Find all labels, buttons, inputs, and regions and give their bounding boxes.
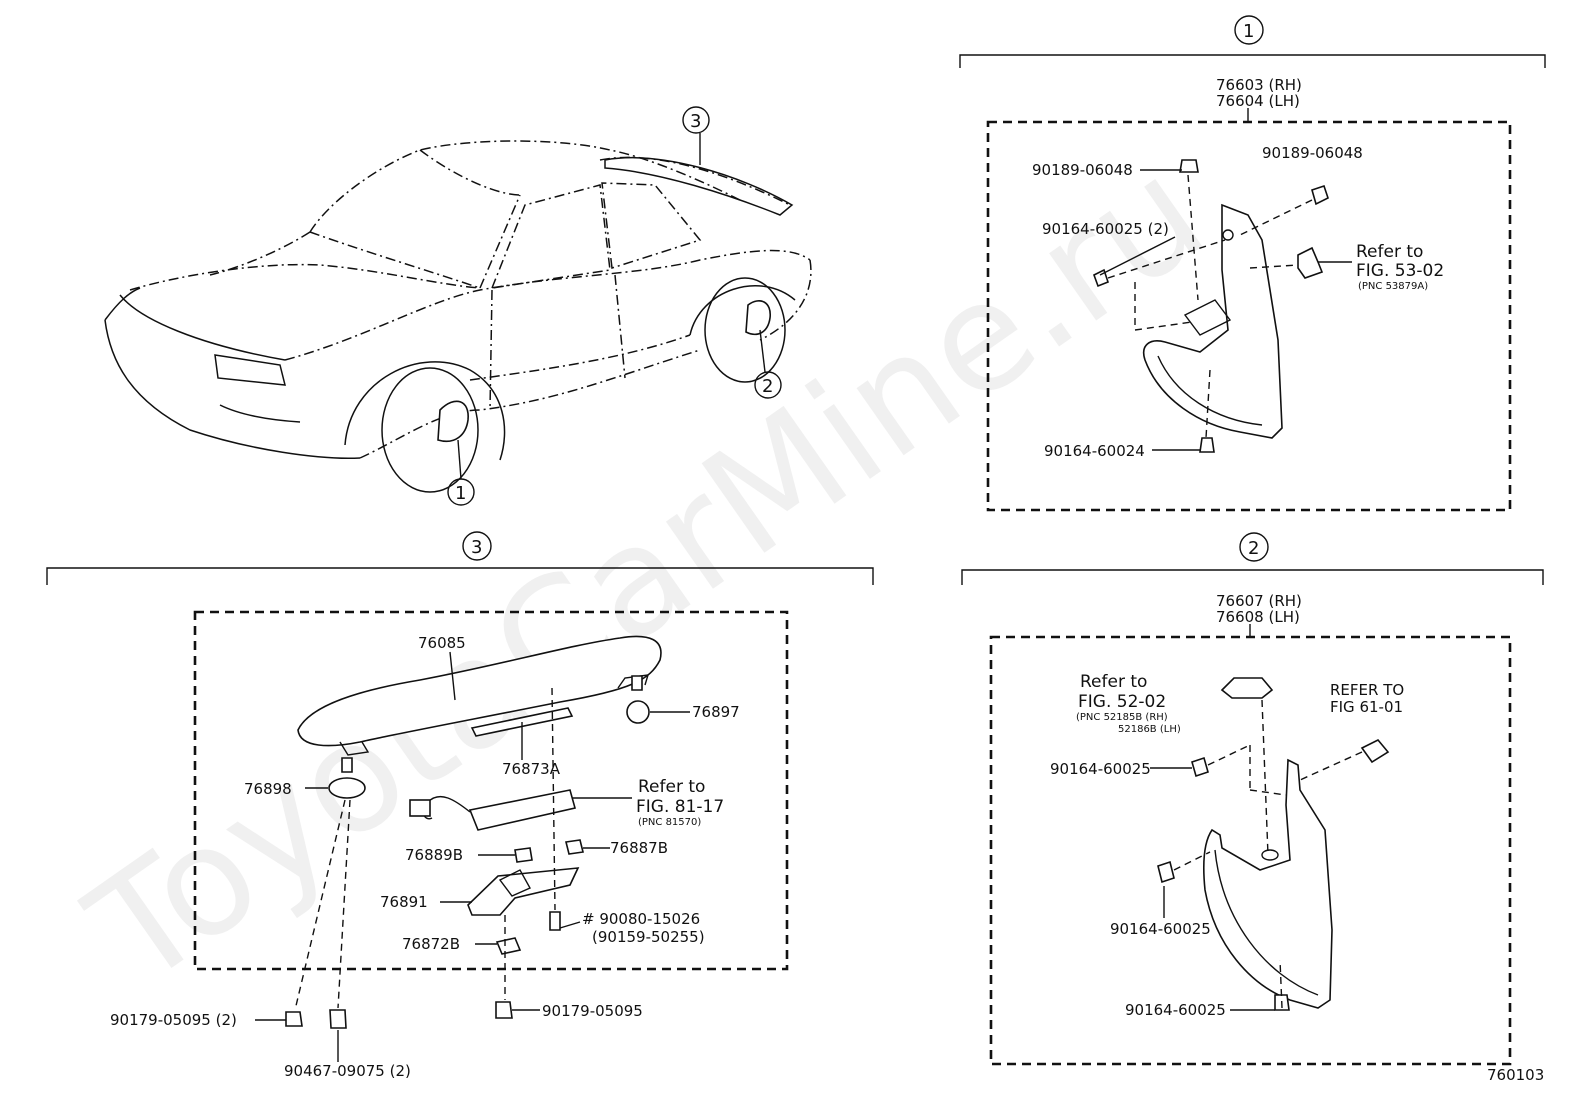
ref-52-line2: FIG. 52-02 <box>1078 692 1166 712</box>
section-2-header: 2 <box>1248 538 1259 559</box>
svg-text:3: 3 <box>690 111 701 132</box>
ref-53-line2: FIG. 53-02 <box>1356 261 1444 281</box>
part-76607: 76607 (RH) <box>1216 592 1302 610</box>
part-76872b: 76872B <box>402 935 460 953</box>
svg-text:2: 2 <box>762 376 773 397</box>
part-76873a: 76873A <box>502 760 561 778</box>
ref-53-line3: (PNC 53879A) <box>1358 281 1428 292</box>
part-76898: 76898 <box>244 780 292 798</box>
part-76897: 76897 <box>692 703 740 721</box>
ref-81-line2: FIG. 81-17 <box>636 797 724 817</box>
section-1: 1 76603 (RH) 76604 (LH) 90189-06048 9018… <box>959 15 1546 512</box>
callout-2-car: 2 <box>754 329 782 399</box>
ref-52-line1: Refer to <box>1080 672 1147 692</box>
watermark: ToyotaCarMine.ru <box>60 125 1234 1020</box>
screw-b-label: 90164-60025 <box>1110 920 1211 938</box>
section-3-header: 3 <box>471 537 482 558</box>
part-76608: 76608 (LH) <box>1216 608 1300 626</box>
ref-81-line1: Refer to <box>638 777 705 797</box>
ref-52-line3: (PNC 52185B (RH) <box>1076 712 1168 723</box>
part-76887b: 76887B <box>610 839 668 857</box>
section-2: 2 76607 (RH) 76608 (LH) Refer to FIG. 52… <box>961 532 1544 1066</box>
section-1-header: 1 <box>1243 21 1254 42</box>
figure-id: 760103 <box>1487 1066 1544 1084</box>
ref-61-line2: FIG 61-01 <box>1330 698 1403 716</box>
ref-52-line4: 52186B (LH) <box>1118 724 1181 735</box>
callout-3-car: 3 <box>682 106 710 165</box>
callout-1-car: 1 <box>447 439 475 506</box>
screw-a-label: 90164-60025 <box>1050 760 1151 778</box>
grommet-label: 90467-09075 (2) <box>284 1062 411 1080</box>
nut-right-label: 90179-05095 <box>542 1002 643 1020</box>
ref-53-line1: Refer to <box>1356 242 1423 262</box>
section-3: 3 <box>46 531 874 1080</box>
clip-left-label: 90189-06048 <box>1032 161 1133 179</box>
part-76604: 76604 (LH) <box>1216 92 1300 110</box>
car-overview <box>104 140 812 493</box>
svg-text:1: 1 <box>455 483 466 504</box>
screw-c-label: 90164-60025 <box>1125 1001 1226 1019</box>
screw-upper-label: 90164-60025 (2) <box>1042 220 1169 238</box>
part-76085: 76085 <box>418 634 466 652</box>
screw-lower-label: 90164-60024 <box>1044 442 1145 460</box>
clip-right-label: 90189-06048 <box>1262 144 1363 162</box>
ref-81-line3: (PNC 81570) <box>638 817 701 828</box>
part-76603: 76603 (RH) <box>1216 76 1302 94</box>
part-76889b: 76889B <box>405 846 463 864</box>
nut-left-label: 90179-05095 (2) <box>110 1011 237 1029</box>
ref-61-line1: REFER TO <box>1330 681 1404 699</box>
bolt-b-label: (90159-50255) <box>592 928 705 946</box>
part-76891: 76891 <box>380 893 428 911</box>
bolt-a-label: # 90080-15026 <box>582 910 700 928</box>
